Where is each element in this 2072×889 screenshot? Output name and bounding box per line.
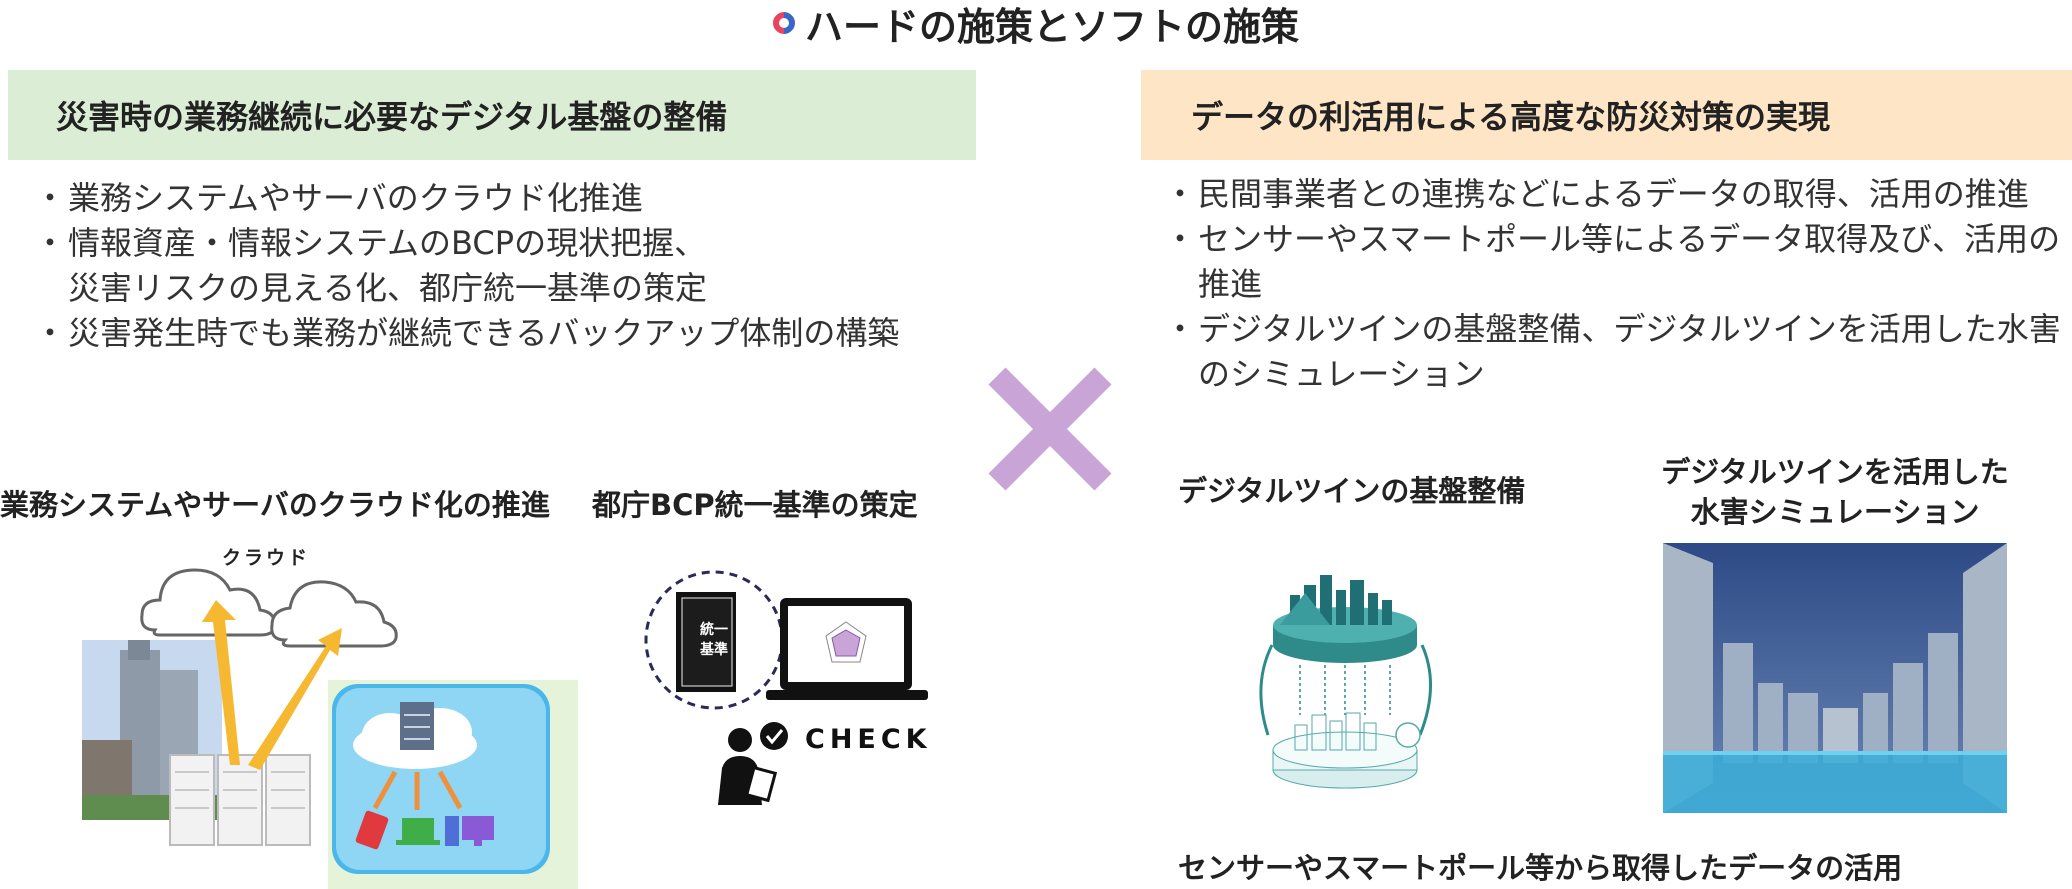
- caption-cloud: 業務システムやサーバのクラウド化の推進: [0, 488, 550, 522]
- book-icon: [676, 592, 736, 692]
- title-ring-icon: [768, 7, 800, 39]
- left-bullet-item-continued: 災害リスクの見える化、都庁統一基準の策定: [68, 269, 708, 307]
- server-icon: [400, 702, 434, 750]
- upload-arrows: [202, 600, 342, 770]
- cloud-icon: [140, 568, 398, 648]
- caption-bcp: 都庁BCP統一基準の策定: [592, 488, 918, 522]
- laptop-icon: [396, 818, 440, 845]
- checkmark-icon: [760, 722, 788, 750]
- check-label: CHECK: [805, 724, 932, 755]
- clipboard-icon: [744, 765, 778, 803]
- right-bullet-item: 民間事業者との連携などによるデータの取得、活用の推進: [1164, 172, 2064, 217]
- caption-simulation: デジタルツインを活用した 水害シミュレーション: [1660, 452, 2010, 532]
- cloud-label: クラウド: [222, 547, 311, 569]
- left-heading-band: 災害時の業務継続に必要なデジタル基盤の整備: [8, 70, 976, 160]
- caption-sensor-data: センサーやスマートポール等から取得したデータの活用: [1178, 851, 1903, 885]
- right-heading: データの利活用による高度な防災対策の実現: [1191, 98, 1831, 136]
- left-bullet-list: 業務システムやサーバのクラウド化推進 情報資産・情報システムのBCPの現状把握、…: [34, 176, 946, 356]
- sync-arrows: [372, 770, 463, 810]
- data-sync-lines: [1299, 665, 1391, 715]
- book-label: 統一基準: [700, 622, 728, 658]
- left-heading: 災害時の業務継続に必要なデジタル基盤の整備: [56, 98, 728, 136]
- flood-simulation-image: [1663, 543, 2007, 813]
- physical-city: [1272, 712, 1421, 789]
- left-bullet-item: 情報資産・情報システムのBCPの現状把握、: [34, 221, 946, 266]
- digital-twin-illustration: [1259, 575, 1432, 789]
- right-bullet-item: センサーやスマートポール等によるデータ取得及び、活用の推進: [1164, 217, 2064, 307]
- server-rack-icon: [169, 754, 311, 846]
- desktop-icon: [445, 816, 494, 846]
- caption-simulation-line1: デジタルツインを活用した: [1661, 455, 2009, 489]
- page-title-text: ハードの施策とソフトの施策: [804, 4, 1299, 49]
- right-heading-band: データの利活用による高度な防災対策の実現: [1141, 70, 2072, 160]
- right-bullet-list: 民間事業者との連携などによるデータの取得、活用の推進 センサーやスマートポール等…: [1164, 172, 2064, 397]
- caption-twin: デジタルツインの基盤整備: [1178, 474, 1526, 508]
- radar-chart-icon: [825, 621, 867, 663]
- left-bullet-item: 業務システムやサーバのクラウド化推進: [34, 176, 946, 221]
- bcp-check-illustration: [644, 570, 928, 805]
- cloud-migration-illustration: [82, 568, 578, 889]
- caption-simulation-line2: 水害シミュレーション: [1690, 495, 1980, 529]
- right-bullet-item: デジタルツインの基盤整備、デジタルツインを活用した水害のシミュレーション: [1164, 307, 2064, 397]
- left-bullet-item: 災害発生時でも業務が継続できるバックアップ体制の構築: [34, 311, 946, 356]
- virtual-city: [1273, 575, 1417, 663]
- smartphone-icon: [355, 810, 389, 850]
- cross-multiply-icon: [988, 367, 1112, 491]
- page-title: ハードの施策とソフトの施策: [0, 0, 2072, 49]
